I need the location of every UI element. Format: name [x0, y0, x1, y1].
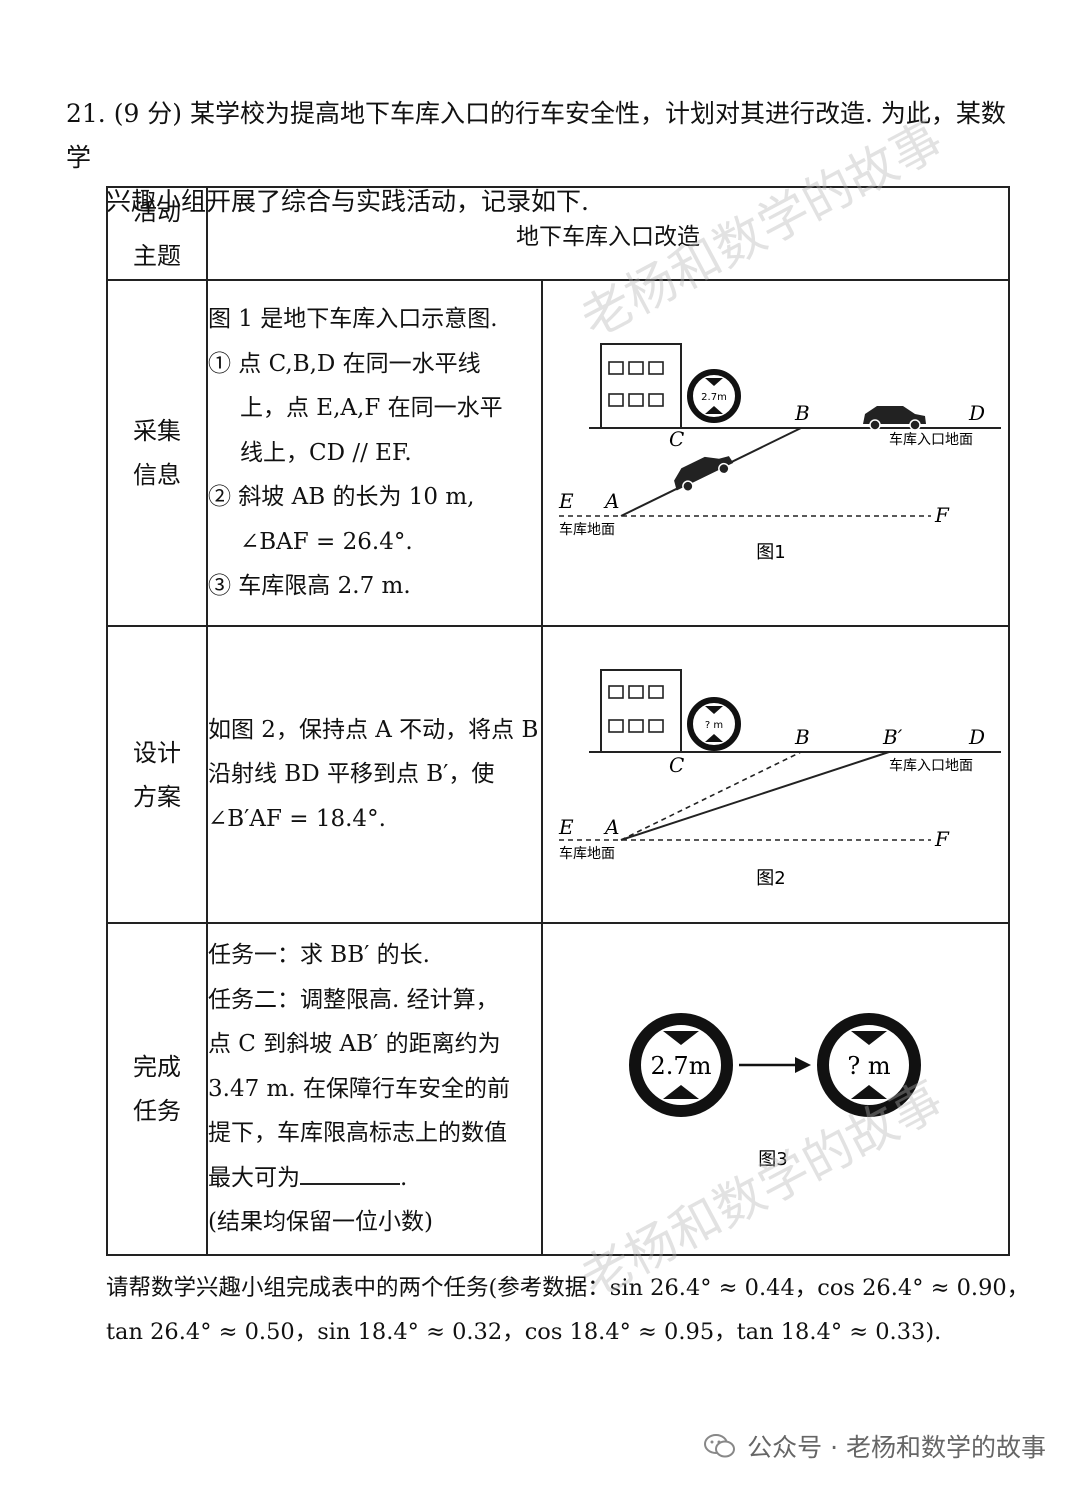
figure-3: 2.7m ? m 图3: [629, 1013, 921, 1170]
height-limit-sign: 2.7m: [687, 369, 741, 423]
ground-top-label: 车库入口地面: [889, 431, 973, 448]
label-f: F: [934, 827, 950, 851]
topic-content: 地下车库入口改造: [206, 186, 1010, 281]
ground-top-label: 车库入口地面: [889, 757, 973, 774]
car-icon-top: [863, 406, 926, 431]
label-a: A: [603, 489, 619, 513]
label-b-prime: B′: [882, 725, 903, 749]
activity-table: 活动 主题 地下车库入口改造 采集 信息 图 1 是地下车库入口示意图. ① 点…: [106, 186, 1010, 1256]
figure-2: ? m C B B′ D 车库入口地面 E A F 车库地面 图2: [558, 669, 1001, 889]
answer-blank[interactable]: [300, 1159, 400, 1185]
height-limit-sign-old: 2.7m: [629, 1013, 733, 1117]
label-e: E: [558, 815, 574, 839]
building: [600, 343, 682, 429]
label-d: D: [968, 725, 985, 749]
task-text: 任务一：求 BB′ 的长. 任务二：调整限高. 经计算， 点 C 到斜坡 AB′…: [206, 922, 543, 1256]
answer-line: 最大可为.: [208, 1156, 541, 1201]
row-task: 完成 任务 任务一：求 BB′ 的长. 任务二：调整限高. 经计算， 点 C 到…: [106, 922, 1010, 1256]
height-limit-sign: ? m: [687, 697, 741, 751]
label-c: C: [669, 753, 684, 777]
label-b: B: [794, 401, 810, 425]
row-topic: 活动 主题 地下车库入口改造: [106, 186, 1010, 281]
sign-left-text: 2.7m: [651, 1052, 712, 1080]
sign-text: ? m: [705, 720, 723, 731]
slope-ab-dashed: [620, 751, 802, 841]
row-collect: 采集 信息 图 1 是地下车库入口示意图. ① 点 C,B,D 在同一水平线 上…: [106, 279, 1010, 627]
label-c: C: [669, 427, 684, 451]
label-topic: 活动 主题: [106, 186, 208, 281]
label-b: B: [794, 725, 810, 749]
wechat-icon: [704, 1434, 736, 1458]
label-task: 完成 任务: [106, 922, 208, 1256]
row-design: 设计 方案 如图 2，保持点 A 不动，将点 B 沿射线 BD 平移到点 B′，…: [106, 625, 1010, 924]
ground-bottom-label: 车库地面: [559, 521, 615, 538]
figure-1-caption: 图1: [756, 542, 785, 563]
sign-text: 2.7m: [701, 392, 727, 403]
intro-line-1: 21. (9 分) 某学校为提高地下车库入口的行车安全性，计划对其进行改造. 为…: [66, 99, 1006, 172]
figure-2-cell: ? m C B B′ D 车库入口地面 E A F 车库地面 图2: [541, 625, 1010, 924]
footer-text: 公众号 · 老杨和数学的故事: [747, 1433, 1046, 1462]
design-text: 如图 2，保持点 A 不动，将点 B 沿射线 BD 平移到点 B′，使 ∠B′A…: [206, 625, 543, 924]
reference-data: 请帮数学兴趣小组完成表中的两个任务(参考数据：sin 26.4° ≈ 0.44，…: [106, 1266, 1036, 1354]
figure-1-cell: 2.7m C B D 车库入口地面: [541, 279, 1010, 627]
label-a: A: [603, 815, 619, 839]
label-f: F: [934, 503, 950, 527]
label-collect: 采集 信息: [106, 279, 208, 627]
footer: 公众号 · 老杨和数学的故事: [703, 1428, 1046, 1464]
label-e: E: [558, 489, 574, 513]
collect-text: 图 1 是地下车库入口示意图. ① 点 C,B,D 在同一水平线 上，点 E,A…: [206, 279, 543, 627]
car-icon-slope: [674, 456, 734, 492]
figure-2-caption: 图2: [756, 868, 785, 889]
height-limit-sign-new: ? m: [817, 1013, 921, 1117]
figure-3-cell: 2.7m ? m 图3: [541, 922, 1010, 1256]
label-d: D: [968, 401, 985, 425]
sign-right-text: ? m: [847, 1052, 890, 1080]
outro-line-2: tan 26.4° ≈ 0.50，sin 18.4° ≈ 0.32，cos 18…: [106, 1319, 942, 1345]
outro-line-1: 请帮数学兴趣小组完成表中的两个任务(参考数据：sin 26.4° ≈ 0.44，…: [106, 1275, 1030, 1301]
arrow-icon: [739, 1057, 811, 1073]
building: [600, 669, 682, 753]
slope-ab-prime: [620, 751, 890, 841]
figure-3-caption: 图3: [758, 1149, 787, 1170]
label-design: 设计 方案: [106, 625, 208, 924]
ground-bottom-label: 车库地面: [559, 845, 615, 862]
figure-1: 2.7m C B D 车库入口地面: [558, 343, 1001, 563]
